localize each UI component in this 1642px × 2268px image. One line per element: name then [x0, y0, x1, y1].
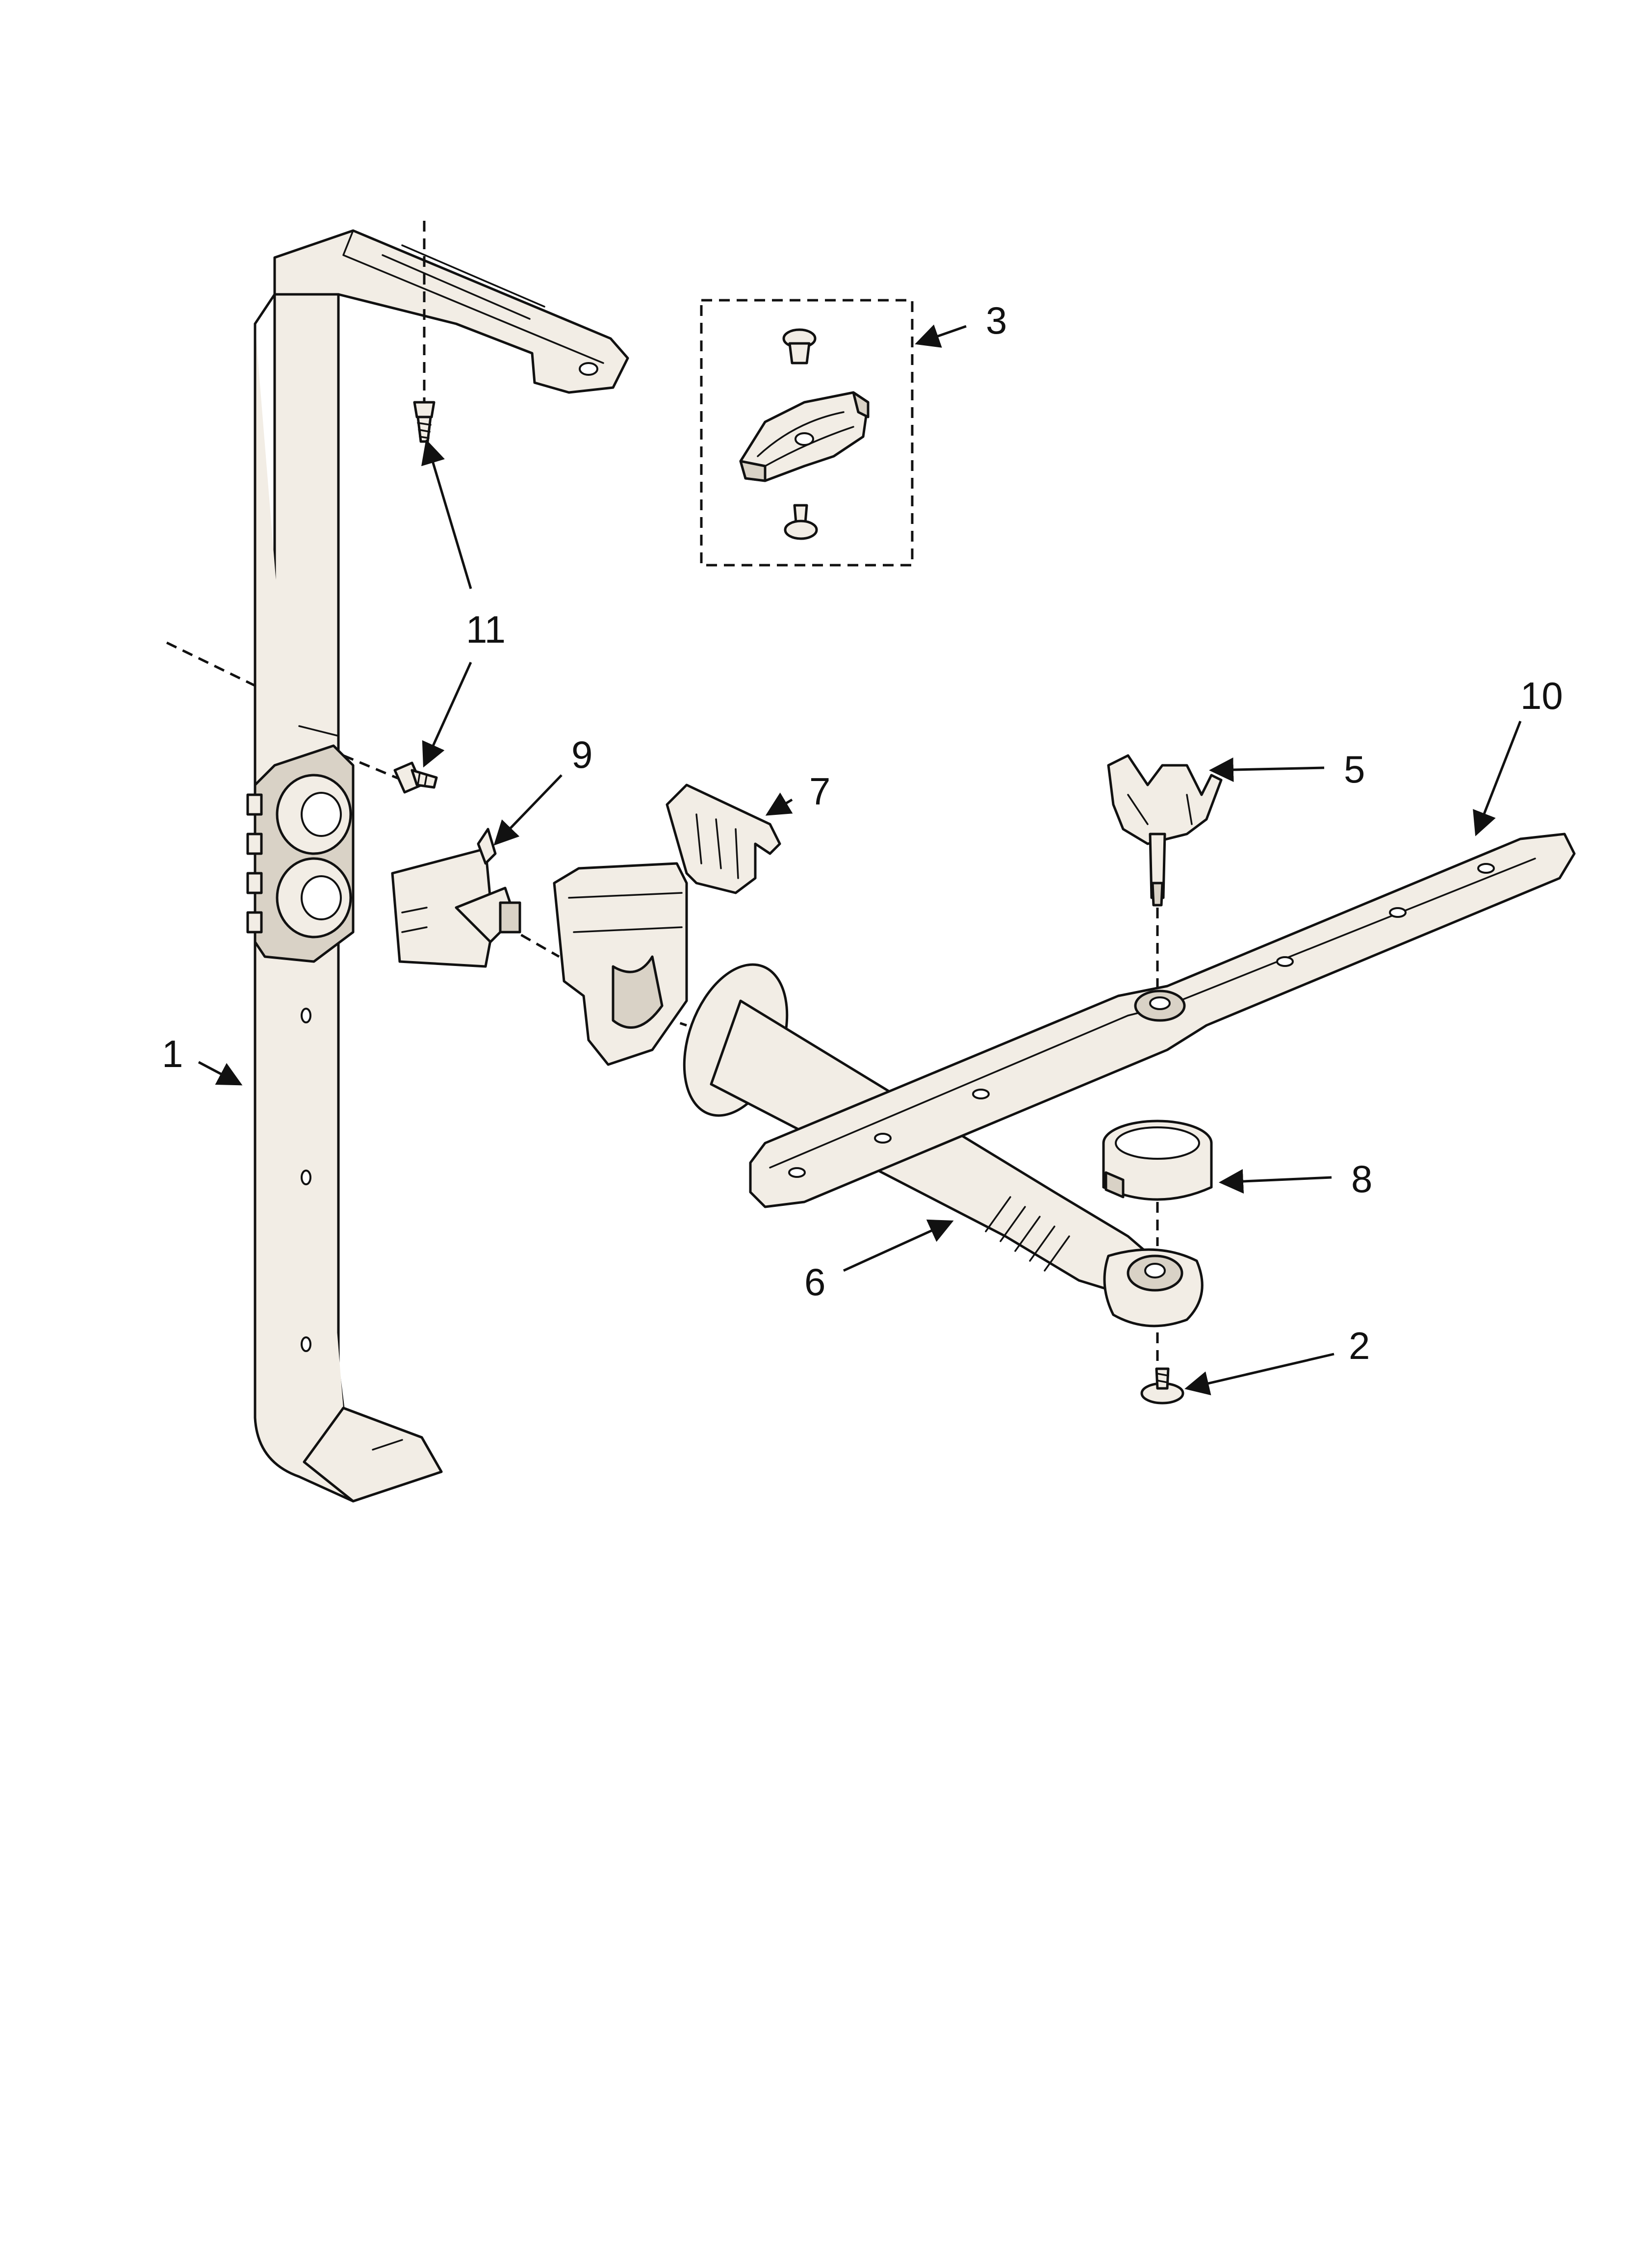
part-2-screw — [1140, 1367, 1184, 1405]
callout-10: 10 — [1520, 674, 1563, 717]
callout-7: 7 — [809, 770, 830, 813]
callout-8: 8 — [1351, 1157, 1372, 1200]
callout-5: 5 — [1344, 748, 1365, 791]
pin-top — [782, 328, 817, 365]
part-11-screws — [393, 401, 438, 794]
callout-11: 11 — [466, 608, 506, 651]
callout-9: 9 — [571, 733, 592, 776]
callout-6: 6 — [804, 1260, 825, 1303]
part-9-bracket-nozzle — [391, 828, 521, 968]
bearing — [739, 391, 870, 482]
callout-1: 1 — [162, 1032, 183, 1075]
callout-labels: 3 11 10 9 5 7 1 8 6 2 — [162, 299, 1563, 1367]
manifold-ports — [276, 774, 352, 938]
part-1-supply-tube — [246, 229, 629, 1503]
part-8-ring — [1102, 1120, 1213, 1201]
part-3-kit-box — [700, 299, 914, 567]
callout-2: 2 — [1349, 1324, 1370, 1367]
screw-middle — [393, 761, 438, 794]
part-6-feed-tube — [683, 963, 1204, 1328]
screw-top — [413, 401, 436, 443]
leader-lines — [198, 324, 1522, 1396]
part-7-clip — [553, 783, 781, 1066]
callout-3: 3 — [986, 299, 1007, 342]
part-10-spray-arm — [749, 833, 1576, 1208]
part-5-clip-post — [1107, 754, 1223, 907]
pin-bottom — [784, 504, 818, 540]
